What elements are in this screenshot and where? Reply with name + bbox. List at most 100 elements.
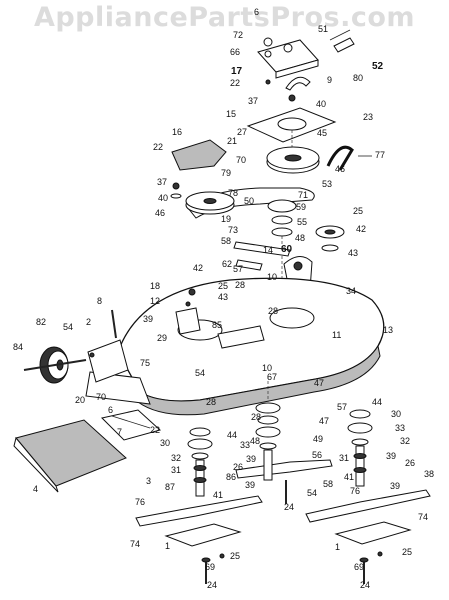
part-label: 40 [316,99,326,109]
part-label: 31 [339,453,349,463]
part-label: 42 [193,263,203,273]
part-label: 39 [246,454,256,464]
part-label: 41 [344,472,354,482]
left-blade-adapter [164,523,242,547]
center-spindle-pulley [267,199,297,280]
part-label: 4 [33,484,38,494]
part-label: 28 [251,412,261,422]
part-label: 29 [157,333,167,343]
part-label: 44 [227,430,237,440]
part-label: 39 [390,481,400,491]
part-label: 1 [165,541,170,551]
mower-deck-housing [117,277,385,416]
part-label: 30 [160,438,170,448]
part-label: 12 [150,296,160,306]
part-label: 28 [206,397,216,407]
part-label: 20 [75,395,85,405]
part-label: 70 [96,392,106,402]
part-label: 84 [13,342,23,352]
part-label: 43 [348,248,358,258]
part-label: 50 [244,196,254,206]
part-label: 3 [146,476,151,486]
part-label: 32 [400,436,410,446]
part-label: 13 [383,325,393,335]
link-bar [233,241,291,271]
part-label: 38 [424,469,434,479]
part-label: 58 [221,236,231,246]
idler-pulley [266,146,320,174]
part-label: 10 [267,272,277,282]
part-label: 32 [171,453,181,463]
part-label: 59 [296,202,306,212]
part-label: 40 [158,193,168,203]
part-label: 54 [307,488,317,498]
part-label: 54 [63,322,73,332]
part-label: 15 [226,109,236,119]
part-label: 25 [402,547,412,557]
part-label: 30 [391,409,401,419]
part-label: 22 [230,78,240,88]
right-spindle [347,409,373,487]
left-blade [135,495,263,527]
part-label: 74 [418,512,428,522]
part-label: 28 [235,280,245,290]
right-idler [315,225,345,252]
part-label: 46 [335,164,345,174]
part-label: 76 [350,486,360,496]
right-blade [305,489,431,523]
mounting-plate [246,107,337,160]
part-label: 70 [236,155,246,165]
part-label: 19 [221,214,231,224]
part-label: 25 [230,551,240,561]
part-label: 48 [295,233,305,243]
part-label: 16 [172,127,182,137]
part-label: 58 [323,479,333,489]
part-label: 80 [353,73,363,83]
left-spindle [187,427,213,497]
part-label: 14 [263,245,273,255]
part-label: 73 [228,225,238,235]
part-label: 42 [356,224,366,234]
discharge-chute [13,419,127,493]
part-label: 23 [363,112,373,122]
part-label: 49 [313,434,323,444]
part-label: 26 [233,462,243,472]
part-label: 37 [157,177,167,187]
part-label: 8 [97,296,102,306]
part-label: 52 [372,61,384,72]
part-label: 41 [213,490,223,500]
watermark-text: AppliancePartsPros.com [33,2,416,33]
part-label: 25 [353,206,363,216]
part-label: 66 [230,47,240,57]
part-label: 9 [327,75,332,85]
part-label: 22 [150,425,160,435]
part-label: 33 [240,440,250,450]
part-label: 37 [248,96,258,106]
part-label: 85 [212,320,222,330]
part-label: 1 [335,542,340,552]
part-label: 10 [262,363,272,373]
part-label: 24 [207,580,217,590]
center-blade [235,459,333,479]
part-label: 48 [250,436,260,446]
part-label: 69 [205,562,215,572]
part-label: 22 [153,142,163,152]
part-label: 86 [226,472,236,482]
gauge-wheel [23,346,87,384]
part-label: 39 [386,451,396,461]
part-label: 6 [108,405,113,415]
part-label: 54 [195,368,205,378]
idler-rod [326,145,354,171]
part-label: 60 [281,244,293,255]
part-label: 71 [298,190,308,200]
bottom-bolts [201,480,383,584]
top-bracket-assembly [257,29,355,102]
part-label: 57 [233,264,243,274]
part-label: 46 [155,208,165,218]
part-label: 56 [312,450,322,460]
part-label: 82 [36,317,46,327]
part-label: 31 [171,465,181,475]
part-label: 53 [322,179,332,189]
